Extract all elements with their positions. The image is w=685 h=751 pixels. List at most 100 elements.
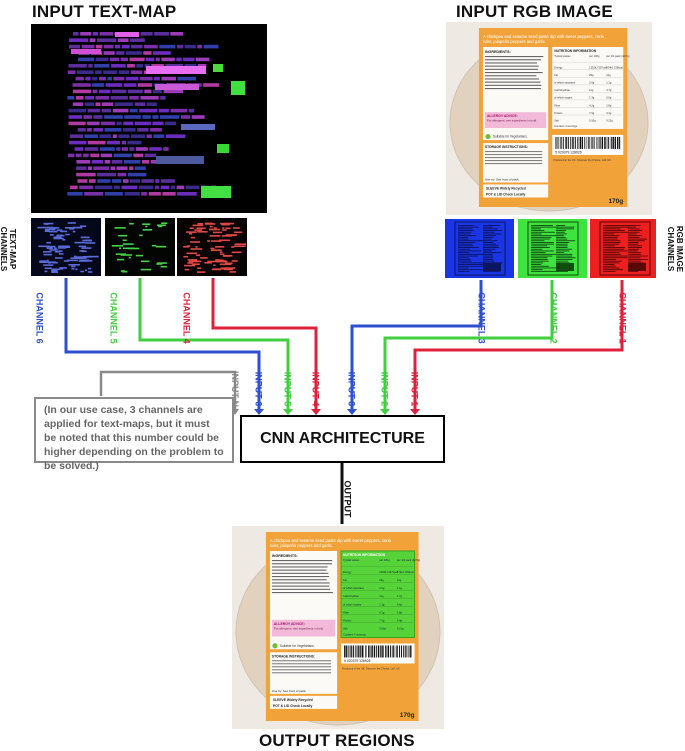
channel-thumb-mark: [214, 227, 217, 229]
channel-thumb-line: [628, 255, 648, 257]
channel-thumb-barcode: [628, 263, 646, 271]
wire-channel-3: [350, 280, 483, 412]
channel-thumb-mark: [190, 236, 195, 239]
channel-thumb-mark: [48, 230, 58, 233]
nutrition-table: [552, 47, 624, 129]
channel-thumb-mark: [117, 258, 124, 261]
barcode-bar: [394, 645, 396, 658]
output-regions-title: OUTPUT REGIONS: [259, 731, 415, 750]
barcode-bar: [384, 645, 386, 658]
text-map-block: [68, 64, 87, 68]
channel-thumb-mark: [188, 260, 199, 263]
channel-thumb-line: [628, 243, 639, 245]
nutrition-cell: 4.7g: [397, 594, 403, 598]
barcode-bar: [403, 645, 405, 658]
channel-thumb-line: [603, 270, 616, 272]
text-map-block: [107, 140, 121, 145]
channel-thumb-line: [458, 231, 472, 233]
barcode-bar: [573, 136, 575, 149]
text-map-title: INPUT TEXT-MAP: [32, 2, 177, 21]
channel-thumb-line: [483, 226, 493, 228]
text-map-block: [177, 76, 196, 81]
nutrition-cell: Carbohydrate: [554, 88, 570, 92]
channel-thumb-line: [458, 235, 476, 237]
barcode-bar: [581, 136, 583, 149]
text-map-block: [155, 179, 160, 183]
text-map-block: [75, 153, 82, 158]
channel-thumb-mark: [224, 262, 233, 265]
ingredients-line: [484, 88, 541, 90]
text-map-block: [160, 179, 175, 183]
barcode-bar: [619, 136, 621, 149]
channel-thumb-line: [483, 270, 501, 272]
channel-thumb-line: [628, 242, 639, 243]
text-map-block: [87, 128, 92, 132]
text-map-block: [129, 179, 140, 183]
text-map-block: [113, 185, 120, 190]
wire-channel-4: [211, 278, 318, 412]
nutrition-cell: Fibre: [343, 610, 349, 614]
text-map-block: [115, 44, 121, 49]
rgb-channel-1-thumb: [590, 219, 656, 278]
barcode-bar: [555, 136, 556, 149]
channel-thumb-line: [628, 226, 636, 228]
channel-thumb-mark: [213, 231, 223, 234]
channel-thumb-mark: [123, 247, 135, 250]
text-map-block: [165, 64, 183, 68]
text-map-block: [122, 147, 128, 151]
channel-thumb-mark: [197, 271, 206, 273]
channel-thumb-line: [556, 231, 565, 233]
channel-thumb-mark: [121, 270, 128, 273]
ingredients-title: INGREDIENTS:: [485, 50, 511, 54]
channel-thumb-mark: [211, 240, 222, 242]
channel-thumb-mark: [58, 247, 67, 249]
text-map-block: [67, 70, 76, 74]
text-map-channel-4-thumb: [177, 218, 247, 276]
input-4-label: INPUT 4: [310, 371, 321, 407]
text-map-block: [188, 108, 195, 113]
channel-thumb-mark: [48, 262, 52, 264]
channel-thumb-mark: [192, 224, 204, 227]
nutrition-cell: Salt: [343, 626, 348, 630]
text-map-block: [152, 121, 164, 126]
channel-thumb-mark: [73, 255, 77, 258]
channel-thumb-line: [531, 240, 545, 242]
channel-thumb-line: [556, 226, 575, 228]
text-map-block: [97, 38, 117, 42]
text-map-block: [92, 83, 105, 87]
produced-text: Produced in the UK. Discover the Choice,…: [553, 158, 612, 162]
nutrition-cell: of which sugars: [343, 602, 362, 606]
channel-thumb-line: [458, 226, 479, 228]
channel-thumb-mark: [59, 253, 64, 255]
text-map-block: [99, 32, 113, 36]
text-map-block: [125, 51, 142, 55]
channel-thumb-line: [531, 238, 550, 240]
text-map-block: [124, 115, 141, 119]
use-by-text: Use by: See front of pack.: [272, 689, 307, 693]
text-map-block: [111, 64, 126, 68]
text-map-block: [112, 108, 129, 113]
text-map-block: [203, 83, 220, 87]
storage-line: [484, 163, 543, 165]
storage-line: [271, 666, 332, 668]
text-map-block: [163, 89, 183, 94]
text-map-block: [93, 166, 109, 170]
nutrition-cell: 29g: [589, 73, 594, 77]
channel-thumb-line: [531, 264, 542, 265]
barcode-bar: [561, 136, 563, 149]
text-map-block: [94, 185, 113, 190]
channel-thumb-mark: [48, 227, 60, 229]
product-header-text-2: nder, jalapeño peppers and garlic.: [270, 543, 333, 548]
barcode-bar: [373, 645, 376, 658]
channel-thumb-line: [556, 253, 573, 255]
nutrition-cell: 3.4g: [397, 618, 403, 622]
text-map-block: [123, 128, 136, 132]
barcode-bar: [377, 645, 380, 658]
product-header-text-2: nder, jalapeño peppers and garlic.: [483, 39, 546, 44]
text-map-block: [99, 89, 111, 94]
ingredients-line: [271, 572, 329, 574]
channel-thumb-mark: [50, 234, 54, 236]
channel-thumb-line: [556, 257, 576, 259]
text-map-block: [84, 147, 99, 151]
